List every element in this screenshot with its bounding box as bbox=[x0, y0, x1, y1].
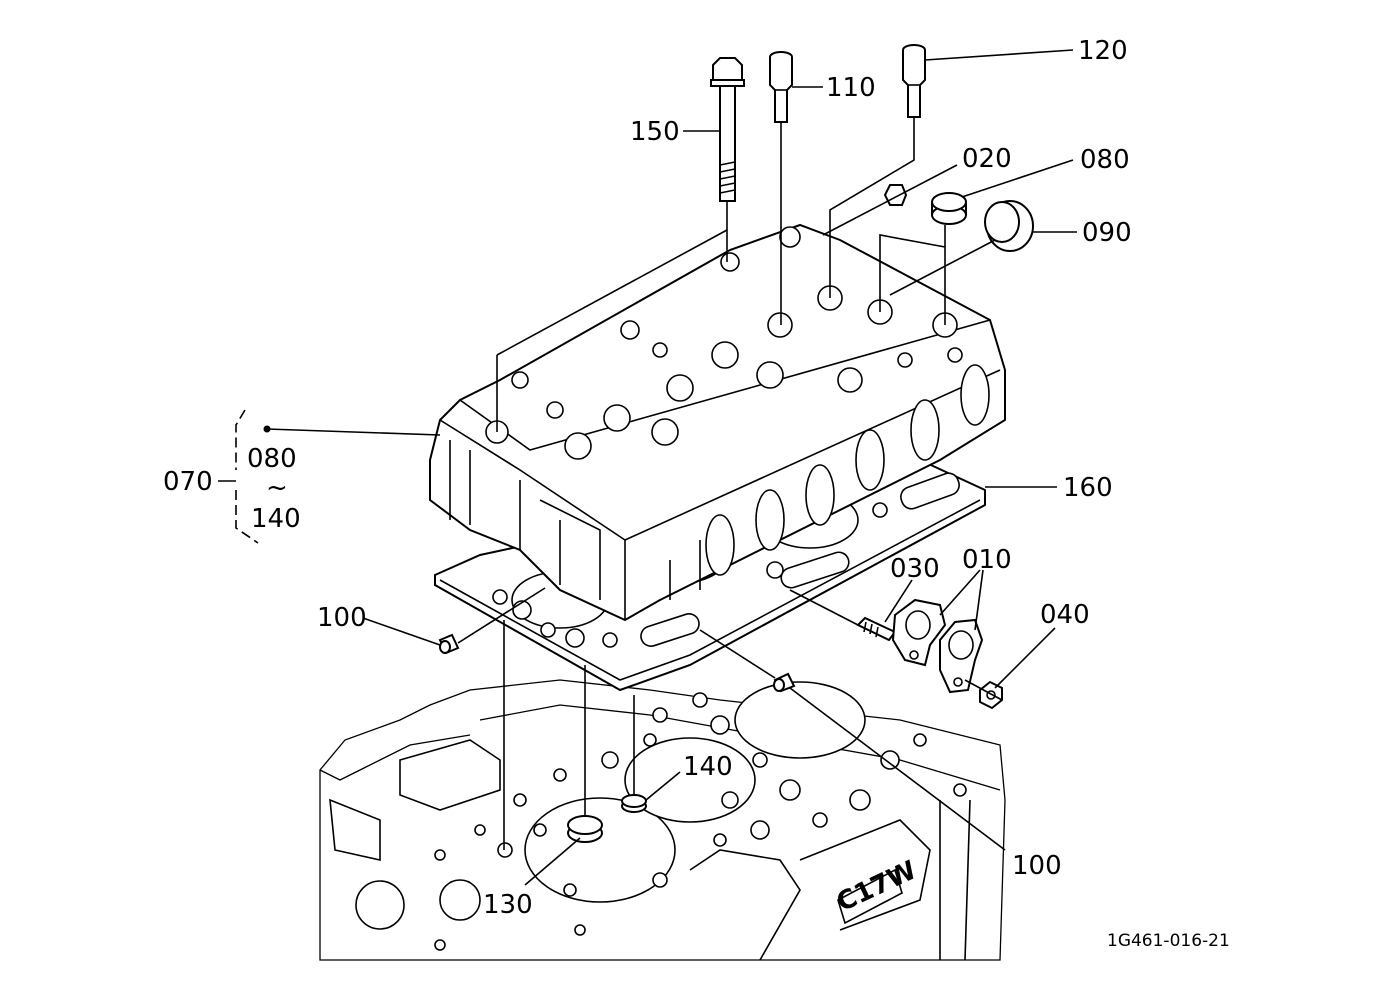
cylinder-head bbox=[429, 223, 1006, 622]
group-bracket-070 bbox=[235, 409, 271, 544]
callout-150: 150 bbox=[630, 117, 680, 147]
callout-100-right: 100 bbox=[1012, 851, 1062, 881]
callout-020: 020 bbox=[962, 144, 1012, 174]
ring-140 bbox=[621, 794, 647, 813]
plug-020 bbox=[883, 184, 908, 206]
callout-140-group: 140 bbox=[251, 504, 301, 534]
engine-block: C17W bbox=[319, 679, 1006, 961]
callout-040: 040 bbox=[1040, 600, 1090, 630]
seal-080 bbox=[931, 192, 967, 225]
head-bolt-150 bbox=[710, 57, 745, 202]
callout-090: 090 bbox=[1082, 218, 1132, 248]
dowel-100-right bbox=[773, 672, 796, 693]
valve-guide-120 bbox=[902, 44, 926, 118]
callout-030: 030 bbox=[890, 554, 940, 584]
diagram-code: 1G461-016-21 bbox=[1107, 931, 1230, 951]
callout-080-group: 080 bbox=[247, 444, 297, 474]
callout-110: 110 bbox=[826, 73, 876, 103]
callout-range-mark: ~ bbox=[266, 473, 288, 503]
dowel-100-left bbox=[438, 633, 460, 655]
callout-labels: 120 110 150 020 080 090 160 070 080 ~ 14… bbox=[163, 36, 1230, 951]
callout-080: 080 bbox=[1080, 145, 1130, 175]
nut-040 bbox=[979, 680, 1003, 710]
block-holes bbox=[434, 692, 967, 951]
group-bullet-icon bbox=[263, 425, 271, 433]
callout-160: 160 bbox=[1063, 473, 1113, 503]
callout-130: 130 bbox=[483, 890, 533, 920]
callout-070: 070 bbox=[163, 467, 213, 497]
callout-140: 140 bbox=[683, 752, 733, 782]
gasket-010 bbox=[891, 598, 984, 694]
valve-guide-110 bbox=[769, 51, 793, 123]
callout-100-left: 100 bbox=[317, 603, 367, 633]
callout-010: 010 bbox=[962, 545, 1012, 575]
plug-090 bbox=[984, 200, 1034, 252]
head-top-holes bbox=[485, 226, 963, 460]
ring-130 bbox=[567, 815, 603, 843]
callout-120: 120 bbox=[1078, 36, 1128, 66]
leader-lines bbox=[218, 49, 1077, 886]
stud-030 bbox=[856, 616, 897, 642]
